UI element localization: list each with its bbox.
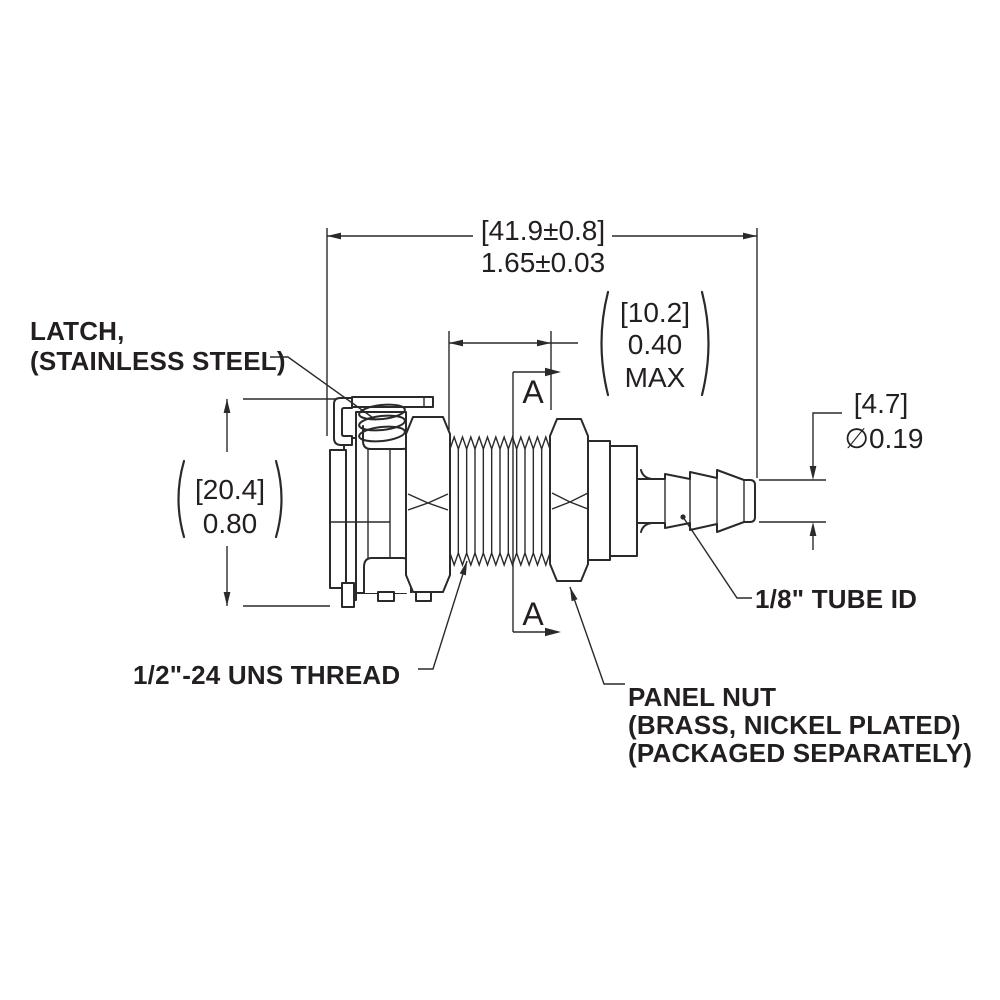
section-cut-line: A A: [512, 367, 561, 637]
panel-nut-leader: [569, 586, 625, 685]
tube-od-metric: [4.7]: [854, 388, 908, 419]
tube-od-dimension: [4.7] ∅0.19: [759, 388, 923, 550]
body-hex: [405, 416, 451, 593]
thread-callout: 1/2"-24 UNS THREAD: [133, 560, 468, 690]
latch-leader: [270, 356, 377, 421]
tube-id-leader: [682, 516, 752, 599]
spring-coil-1: [358, 403, 406, 421]
tube-id-leader-dot: [680, 514, 686, 520]
panel-nut-label-line3: (PACKAGED SEPARATELY): [628, 738, 972, 768]
body-tab-1: [377, 591, 395, 602]
panel-nut-label-line2: (BRASS, NICKEL PLATED): [628, 710, 961, 740]
tube-id-callout: 1/8" TUBE ID: [680, 514, 917, 614]
height-paren-right: [274, 459, 283, 539]
panel-nut-leader-arrowhead: [570, 587, 578, 602]
panel-thickness-inch: 0.40: [628, 329, 683, 360]
overall-arrow-left: [327, 232, 341, 240]
panel-nut: [549, 418, 589, 582]
panel-thickness-dimension: [10.2] 0.40 MAX: [448, 290, 710, 430]
panel-arrow-left: [449, 339, 463, 347]
tube-od-inch: ∅0.19: [845, 423, 924, 454]
overall-length-inch: 1.65±0.03: [481, 247, 605, 278]
panel-nut-outline: [549, 418, 589, 582]
barb-face-lines: [664, 478, 745, 524]
panel-nut-facets: [551, 492, 589, 510]
tube-leader: [812, 412, 842, 466]
section-arrowhead-top: [545, 367, 561, 377]
tube-id-label: 1/8" TUBE ID: [755, 584, 917, 614]
latch-label-line1: LATCH,: [30, 316, 125, 346]
latch-callout: LATCH, (STAINLESS STEEL): [30, 316, 377, 421]
overall-arrow-right: [743, 232, 757, 240]
body-slot-lines: [367, 449, 391, 558]
body-height-dimension: [20.4] 0.80: [177, 398, 336, 607]
hose-barb-group: [587, 440, 756, 561]
collar-2: [609, 445, 638, 557]
panel-nut-label-line1: PANEL NUT: [628, 682, 776, 712]
height-arrow-bottom: [223, 592, 231, 606]
panel-thickness-qualifier: MAX: [625, 362, 686, 393]
thread-leader-arrowhead: [459, 561, 467, 576]
panel-paren-right: [700, 290, 710, 397]
thread-roots: [449, 449, 551, 553]
body-hex-facets: [407, 493, 449, 511]
panel-paren-left: [600, 290, 610, 397]
panel-nut-callout: PANEL NUT (BRASS, NICKEL PLATED) (PACKAG…: [569, 586, 972, 768]
section-label-top: A: [522, 374, 544, 410]
thread-crests-bottom: [449, 550, 551, 568]
panel-arrow-right: [537, 339, 551, 347]
body-step-1: [329, 449, 347, 589]
panel-thickness-metric: [10.2]: [620, 297, 690, 328]
height-paren-left: [177, 459, 186, 539]
spring-coil-3: [358, 425, 406, 443]
tube-arrow-up: [809, 522, 817, 536]
barb-fillets: [640, 469, 653, 533]
body-height-inch: 0.80: [203, 508, 258, 539]
height-arrow-top: [223, 399, 231, 413]
latch-spring: [358, 403, 406, 443]
collar-1: [587, 440, 611, 561]
thread-label: 1/2"-24 UNS THREAD: [133, 660, 400, 690]
latch-label-line2: (STAINLESS STEEL): [30, 346, 286, 376]
body-tab-2: [415, 591, 432, 602]
overall-length-dimension: [41.9±0.8] 1.65±0.03: [326, 215, 758, 478]
thread-leader: [418, 560, 468, 670]
lower-latch-window: [363, 557, 412, 593]
section-arrowhead-bottom: [545, 627, 561, 637]
thread-section: [449, 434, 551, 568]
spring-coil-2: [358, 414, 406, 432]
latch-bracket: [333, 397, 353, 446]
overall-length-metric: [41.9±0.8]: [481, 215, 605, 246]
body-foot: [341, 582, 355, 608]
tube-arrow-down: [809, 466, 817, 480]
body-height-metric: [20.4]: [195, 474, 265, 505]
section-label-bottom: A: [522, 596, 544, 632]
barb-outline: [636, 469, 756, 533]
thread-crests-top: [449, 434, 551, 452]
coupling-body-group: [329, 396, 451, 608]
